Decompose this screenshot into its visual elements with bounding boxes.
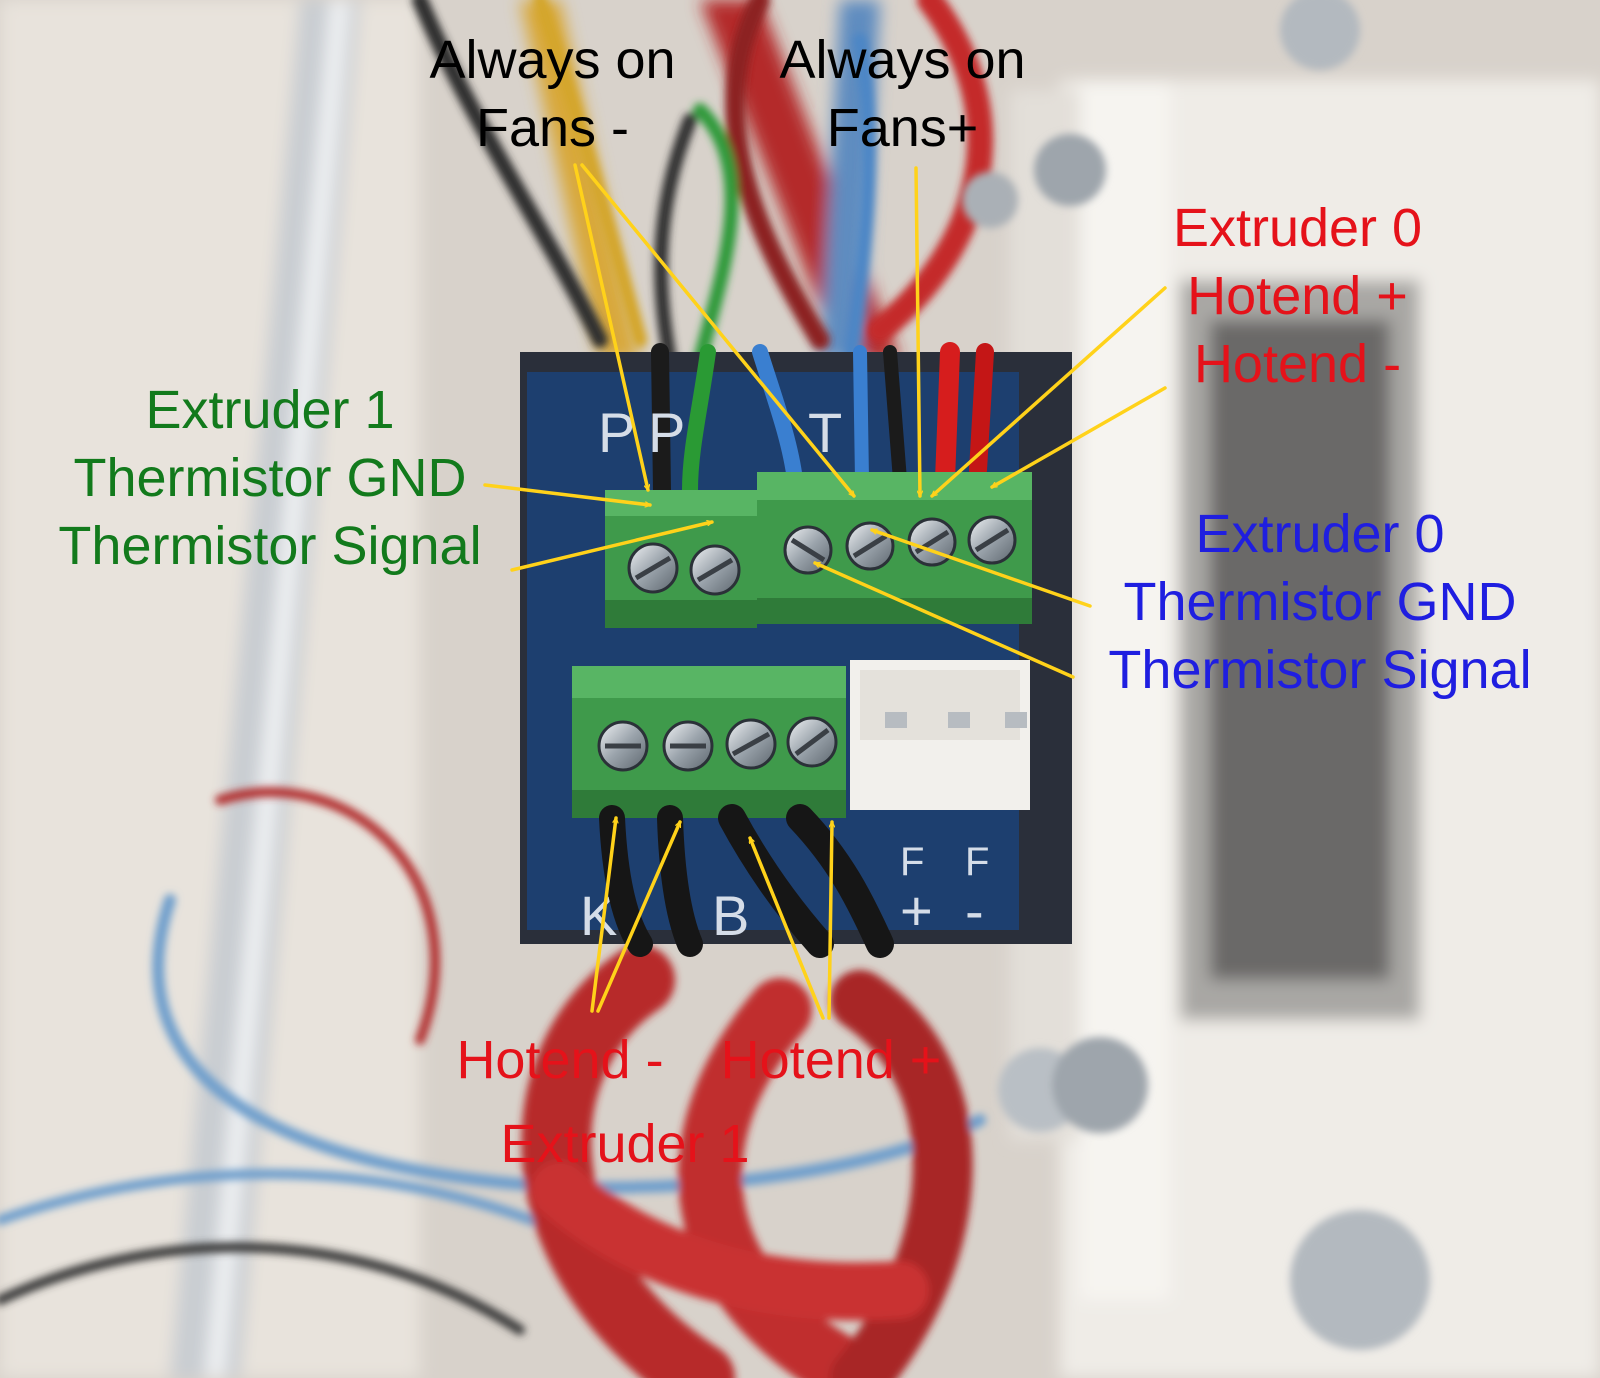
terminal-block-4pin-top xyxy=(757,472,1032,624)
label-fans-plus: Always on Fans+ xyxy=(755,26,1050,162)
board-inset: P P T K B + - F F xyxy=(520,342,1072,958)
label-extruder1-thermistor-line2: Thermistor GND xyxy=(73,448,467,508)
label-extruder0-thermistor-line1: Extruder 0 xyxy=(1195,504,1445,564)
arrow-ext1-hotend-minus-2 xyxy=(596,820,682,1013)
arrow-ext1-hotend-minus-1 xyxy=(590,816,616,1013)
arrow-ext1-hotend-plus-2 xyxy=(827,820,832,1020)
label-extruder1-hotend-minus: Hotend - xyxy=(440,1026,680,1094)
label-fans-minus: Always on Fans - xyxy=(405,26,700,162)
arrow-fans-minus-2 xyxy=(580,163,856,498)
label-extruder0-thermistor-line3: Thermistor Signal xyxy=(1108,640,1532,700)
arrow-ext1-thermistor-signal xyxy=(510,522,714,572)
silk-minus: - xyxy=(965,879,984,942)
label-fans-minus-line1: Always on xyxy=(429,30,676,90)
arrow-ext0-thermistor-gnd xyxy=(870,528,1092,608)
label-extruder0-hotend: Extruder 0 Hotend + Hotend - xyxy=(1140,194,1455,398)
label-extruder1-thermistor: Extruder 1 Thermistor GND Thermistor Sig… xyxy=(30,376,510,580)
fan-header xyxy=(850,660,1030,810)
label-extruder1-thermistor-line3: Thermistor Signal xyxy=(58,516,482,576)
silk-b: B xyxy=(712,884,749,947)
label-extruder0-thermistor: Extruder 0 Thermistor GND Thermistor Sig… xyxy=(1075,500,1565,704)
silk-p2: P xyxy=(648,401,685,464)
arrow-ext0-hotend-plus xyxy=(930,286,1167,498)
terminal-block-4pin-bottom xyxy=(572,666,846,818)
arrow-ext0-thermistor-signal xyxy=(815,561,1075,679)
silk-f2: F xyxy=(965,840,989,884)
label-fans-minus-line2: Fans - xyxy=(475,98,630,158)
silk-plus: + xyxy=(900,879,933,942)
label-extruder0-hotend-line2: Hotend + xyxy=(1187,266,1408,326)
arrow-ext1-hotend-plus-1 xyxy=(748,836,825,1020)
label-extruder1-hotend-plus: Hotend + xyxy=(706,1026,956,1094)
label-fans-plus-line2: Fans+ xyxy=(826,98,979,158)
arrow-fans-minus-1 xyxy=(573,163,648,492)
label-extruder0-hotend-line1: Extruder 0 xyxy=(1172,198,1423,258)
arrow-ext0-hotend-minus xyxy=(990,386,1167,489)
annotation-arrows xyxy=(483,163,1167,1020)
silk-t: T xyxy=(808,401,842,464)
label-fans-plus-line1: Always on xyxy=(779,30,1026,90)
label-extruder1-hotend-name-text: Extruder 1 xyxy=(500,1114,750,1174)
terminal-block-2pin xyxy=(605,490,757,628)
label-extruder0-hotend-line3: Hotend - xyxy=(1193,334,1402,394)
arrow-fans-plus xyxy=(914,166,920,498)
label-extruder0-thermistor-line2: Thermistor GND xyxy=(1123,572,1517,632)
silk-f1: F xyxy=(900,840,924,884)
label-extruder1-hotend-plus-text: Hotend + xyxy=(720,1030,942,1090)
label-extruder1-hotend-minus-text: Hotend - xyxy=(456,1030,664,1090)
label-extruder1-thermistor-line1: Extruder 1 xyxy=(145,380,395,440)
label-extruder1-hotend-name: Extruder 1 xyxy=(470,1110,780,1178)
arrow-ext1-thermistor-gnd xyxy=(483,483,652,505)
